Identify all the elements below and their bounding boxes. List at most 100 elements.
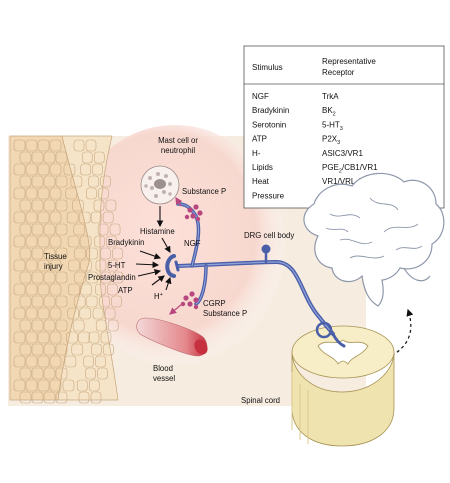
tissue-cell (31, 223, 44, 236)
label-blood-line1: Blood (153, 364, 173, 373)
table-header-receptor-line2: Receptor (322, 68, 355, 77)
tissue-cell (49, 187, 62, 200)
inflammation-glow (65, 125, 285, 365)
tissue-cell (55, 151, 68, 164)
tissue-cell (13, 259, 26, 272)
tissue-cell (37, 235, 50, 248)
tissue-cell (49, 379, 62, 392)
tissue-cell (85, 367, 96, 380)
tissue-cell (98, 187, 109, 200)
tissue-cell (13, 139, 26, 152)
tissue-cell (86, 247, 98, 260)
table-cell-stimulus: Lipids (252, 163, 273, 172)
tissue-cell (78, 331, 90, 344)
sensory-neuron (165, 202, 346, 348)
tissue-cell (95, 319, 107, 332)
tissue-cell (19, 319, 32, 332)
tissue-cell (83, 355, 94, 368)
label-cgrp: CGRP (203, 299, 226, 308)
tissue-cell (31, 271, 44, 284)
tissue-cell (25, 259, 38, 272)
label-serotonin: 5-HT (108, 261, 126, 270)
tissue-cell (72, 319, 85, 332)
tissue-cell (72, 199, 84, 212)
table-cell-receptor: TrkA (322, 92, 339, 101)
tissue-cell (68, 259, 80, 272)
tissue-cell (43, 175, 56, 188)
tissue-cell (107, 259, 119, 272)
tissue-cell (76, 379, 88, 392)
tissue-cell (49, 259, 62, 272)
tissue-cell (25, 331, 38, 344)
tissue-cell (111, 295, 122, 308)
tissue-cell (13, 235, 26, 248)
table-cell-receptor: VR1/VRL-1 (322, 177, 363, 186)
tissue-cell (107, 319, 119, 332)
tissue-cell (93, 151, 105, 164)
table-header-stimulus: Stimulus (252, 63, 283, 72)
tissue-cell (73, 223, 86, 236)
tissue-cell (62, 379, 75, 392)
table-cell-stimulus: Serotonin (252, 120, 286, 129)
cgrp-vesicles (180, 291, 199, 310)
label-spinal-cord: Spinal cord (241, 396, 280, 405)
tissue-cell (19, 247, 32, 260)
table-cell-stimulus: Pressure (252, 191, 285, 200)
tissue-cell (107, 283, 118, 296)
table-cell-receptor: 5-HT3 (322, 120, 343, 131)
label-ngf: NGF (184, 239, 201, 248)
tissue-cell (55, 367, 68, 380)
tissue-cell (55, 295, 68, 308)
tissue-cell (49, 283, 62, 296)
tissue-cell (55, 343, 68, 356)
cgrp-release-arrow (169, 303, 183, 315)
tissue-cell (43, 391, 56, 404)
tissue-cell (25, 283, 38, 296)
tissue-cell (19, 367, 32, 380)
substance-p-release-arrow (175, 196, 183, 207)
tissue-cell (65, 187, 78, 200)
tissue-cell (37, 283, 50, 296)
tissue-cell (104, 307, 116, 320)
tissue-cell (55, 319, 68, 332)
tissue-cell (25, 139, 38, 152)
table-cell-receptor: PGE2/CB1/VR1 (322, 163, 378, 175)
tissue-cell (25, 355, 38, 368)
tissue-cell (97, 223, 109, 236)
tissue-cell (97, 367, 108, 380)
tissue-cell (43, 295, 56, 308)
tissue-cell (31, 367, 44, 380)
tissue-cell (67, 307, 80, 320)
tissue-cell (49, 163, 62, 176)
tissue-cell (102, 211, 114, 224)
tissue-cell (19, 223, 32, 236)
label-h-plus: H+ (154, 292, 163, 301)
tissue-cell (80, 259, 92, 272)
tissue-cell (31, 319, 44, 332)
tissue-cell (25, 235, 38, 248)
tissue-cell (64, 355, 77, 368)
tissue-cell (49, 331, 62, 344)
tissue-cell (79, 235, 92, 248)
label-h-plus-sup: + (160, 292, 163, 298)
table-cell-stimulus: ATP (252, 135, 267, 144)
tissue-cell (95, 355, 106, 368)
tissue-cell (68, 283, 80, 296)
tissue-cell (37, 139, 50, 152)
label-drg-cell-body: DRG cell body (244, 231, 294, 240)
tissue-cell (105, 199, 117, 212)
tissue-cell (31, 199, 44, 212)
tissue-cell (88, 379, 100, 392)
label-blood-line2: vessel (153, 374, 175, 383)
tissue-cell (43, 343, 56, 356)
tissue-cell (13, 283, 26, 296)
tissue-cell (74, 247, 86, 260)
tissue-cell (31, 391, 44, 404)
tissue-cell (19, 271, 32, 284)
tissue-cell (19, 391, 32, 404)
tissue-cell (43, 223, 56, 236)
tissue-cell (55, 271, 68, 284)
tissue-cell (55, 391, 68, 404)
tissue-cell (19, 343, 32, 356)
